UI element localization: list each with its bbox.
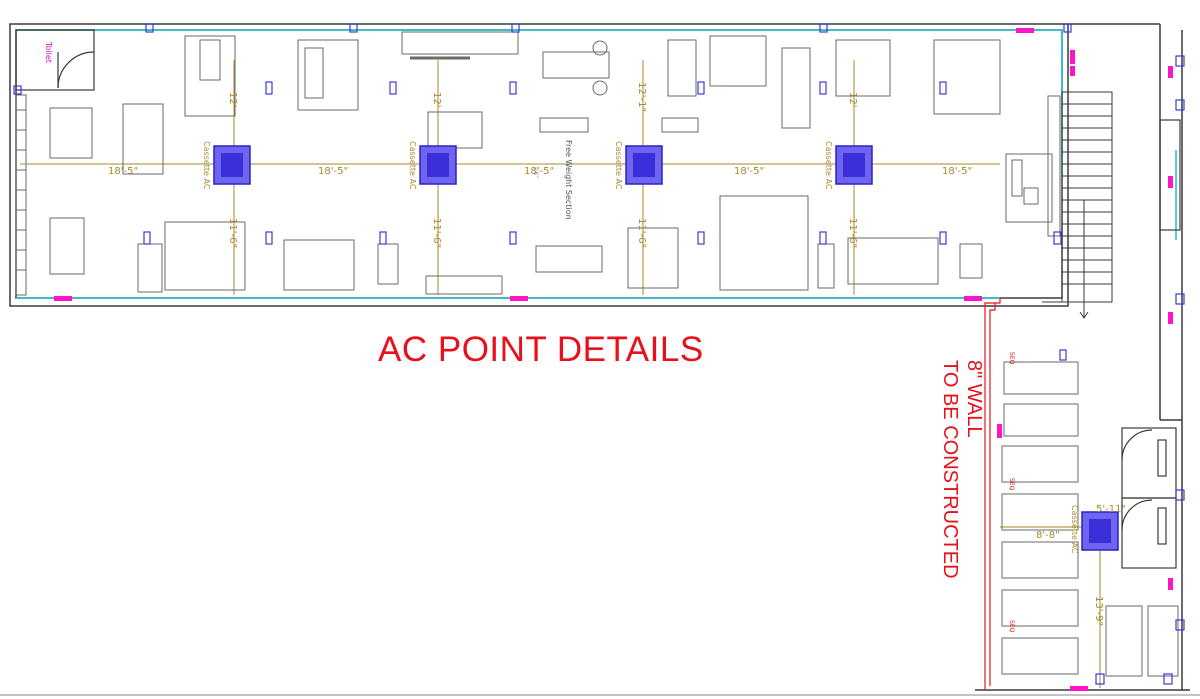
ac-unit-2[interactable] xyxy=(419,145,457,185)
ceiling-points xyxy=(13,23,1185,685)
ac-cassette-units xyxy=(213,145,1119,551)
wall-note-line2: TO BE CONSTRUCTED xyxy=(939,360,961,579)
cassette-ac-labels: Cassette AC Cassette AC Cassette AC Cass… xyxy=(202,141,1079,554)
dim-h-1: 18'-5" xyxy=(108,166,138,177)
dim-h-2: 18'-5" xyxy=(318,166,348,177)
dim-annex-3: 13'-9" xyxy=(1093,596,1104,626)
free-weight-section-label: Free Weight Section xyxy=(564,140,573,220)
dim-vt-3: 12'-1" xyxy=(636,82,647,112)
page-title: AC POINT DETAILS xyxy=(378,330,704,369)
dim-h-4: 18'-5" xyxy=(734,166,764,177)
toilet-label: Toilet xyxy=(44,41,53,63)
dim-vt-4: 12' xyxy=(847,92,858,107)
ac-label-4: Cassette AC xyxy=(824,141,833,190)
seq-tags: SEQ SEQ SEQ xyxy=(1008,352,1015,633)
ac-unit-1[interactable] xyxy=(213,145,251,185)
dim-h-3: 18'-5" xyxy=(524,166,554,177)
ac-label-2: Cassette AC xyxy=(408,141,417,190)
ac-unit-3[interactable] xyxy=(625,145,663,185)
seq-tag-1: SEQ xyxy=(1008,352,1015,365)
dim-h-5: 18'-5" xyxy=(942,166,972,177)
wall-rack xyxy=(15,94,27,296)
seq-tag-2: SEQ xyxy=(1008,478,1015,491)
ac-unit-4[interactable] xyxy=(835,145,873,185)
dim-vb-4: 11'-6" xyxy=(847,218,858,248)
dim-annex-1: 8'-8" xyxy=(1036,530,1060,541)
dim-vb-1: 11'-6" xyxy=(227,218,238,248)
ac-label-3: Cassette AC xyxy=(614,141,623,190)
free-dim-label: 1'6" xyxy=(532,166,539,178)
seq-tag-3: SEQ xyxy=(1008,620,1015,633)
wall-note-line1: 8" WALL xyxy=(963,360,985,438)
vertical-dimensions: 12' 12' 12'-1" 12' 11'-6" 11'-6" 11'-6" … xyxy=(227,82,1126,626)
dim-vt-1: 12' xyxy=(227,92,238,107)
toilet-room xyxy=(15,29,95,91)
power-sockets xyxy=(54,28,1173,691)
staircase xyxy=(1042,91,1113,319)
dim-annex-2: 5'-11" xyxy=(1096,504,1126,515)
new-wall-red xyxy=(984,298,1001,690)
ac-label-1: Cassette AC xyxy=(202,141,211,190)
ac-label-5: Cassette AC xyxy=(1070,505,1079,554)
horizontal-dimensions: 18'-5" 18'-5" 18'-5" 18'-5" 18'-5" xyxy=(108,166,972,177)
dim-vb-3: 11'-6" xyxy=(636,218,647,248)
ac-unit-5[interactable] xyxy=(1081,511,1119,551)
dim-vb-2: 11'-6" xyxy=(431,218,442,248)
dim-vt-2: 12' xyxy=(431,92,442,107)
gym-equipment xyxy=(49,31,1001,295)
annex-rooms xyxy=(1121,119,1181,569)
treadmills xyxy=(1001,361,1179,677)
